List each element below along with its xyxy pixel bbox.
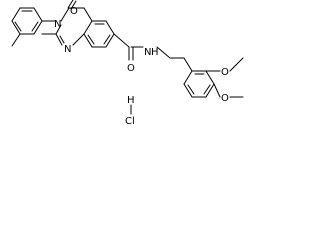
carboxamide bbox=[113, 33, 185, 61]
bond-network bbox=[11, 0, 244, 115]
dimethoxyphenyl-ring bbox=[183, 57, 244, 98]
methoxy-oxygen-lower-label: O bbox=[221, 93, 229, 104]
salt-hydrogen-label: H bbox=[127, 95, 135, 106]
amide-nitrogen-label: N bbox=[144, 47, 151, 58]
ring-n3-label: N bbox=[54, 19, 61, 30]
chemical-structure: O N N O N H O O H Cl bbox=[11, 0, 244, 127]
tolyl-ring bbox=[11, 7, 57, 47]
atom-labels: O N N O N H O O bbox=[54, 6, 229, 104]
ring-n1-label: N bbox=[64, 44, 71, 55]
pyrimidinone-ring bbox=[41, 0, 93, 46]
methoxy-oxygen-upper-label: O bbox=[221, 67, 229, 78]
amide-hydrogen-label: H bbox=[151, 47, 159, 58]
benzo-ring bbox=[83, 20, 115, 48]
carbonyl-oxygen-label: O bbox=[70, 6, 78, 17]
salt-chlorine-label: Cl bbox=[125, 116, 135, 127]
hydrochloride-salt: H Cl bbox=[125, 95, 135, 127]
amide-oxygen-label: O bbox=[127, 63, 135, 74]
